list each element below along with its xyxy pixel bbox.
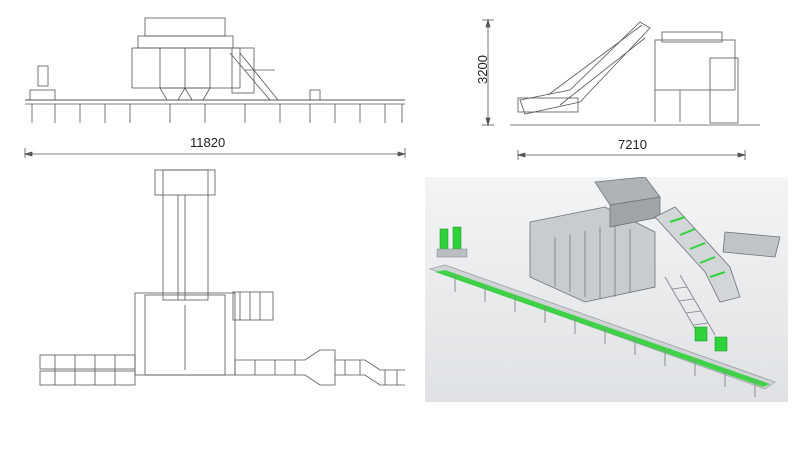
- height-dimension-label: 3200: [474, 55, 490, 84]
- front-elevation-drawing: 11820: [20, 8, 415, 168]
- elevator-tower: [162, 169, 209, 301]
- machine-body: [131, 47, 241, 89]
- render-machine-body: [529, 206, 656, 303]
- width-dimension-label: 11820: [190, 135, 226, 150]
- render-svg: [425, 176, 788, 402]
- length-dimension-label: 7210: [618, 137, 647, 152]
- plan-view-drawing: [35, 165, 410, 405]
- hopper-top: [144, 17, 226, 37]
- side-machine-body: [654, 39, 736, 91]
- isometric-render: [425, 176, 788, 402]
- front-elevation-svg: [23, 17, 407, 158]
- plan-view-svg: [39, 169, 405, 386]
- side-elevation-svg: [482, 18, 760, 160]
- side-elevation-drawing: 3200 7210: [470, 10, 790, 165]
